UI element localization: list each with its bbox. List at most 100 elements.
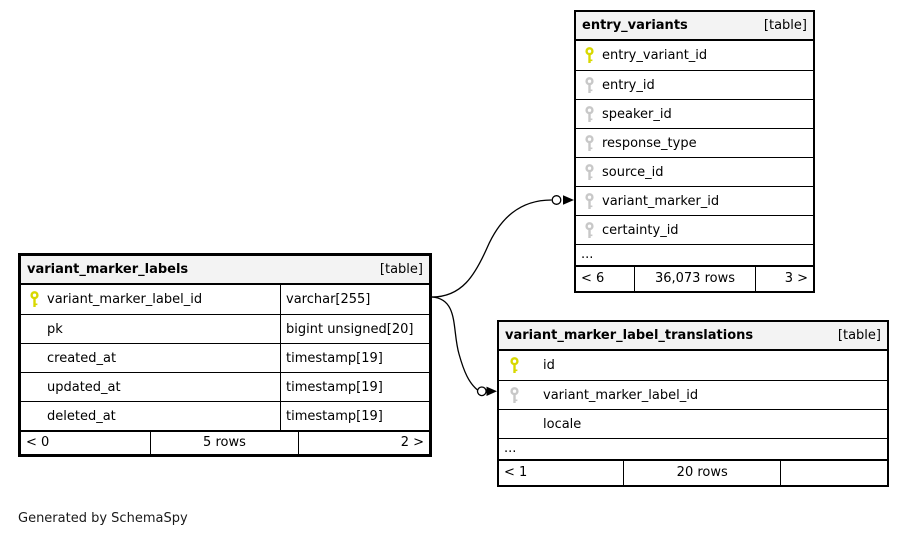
connector-circle: [476, 386, 487, 397]
generator-note: Generated by SchemaSpy: [18, 511, 188, 526]
table-header: variant_marker_labels [table]: [21, 256, 429, 285]
column-row: response_type: [576, 128, 813, 157]
column-name-cell: variant_marker_label_id: [21, 285, 281, 314]
column-name: created_at: [47, 350, 117, 366]
column-row: created_at timestamp[19]: [21, 343, 429, 372]
column-row: updated_at timestamp[19]: [21, 372, 429, 401]
table-footer: < 0 5 rows 2 >: [21, 430, 429, 454]
column-name: variant_marker_label_id: [543, 387, 699, 403]
row-count: 5 rows: [149, 432, 299, 454]
column-name: variant_marker_label_id: [47, 292, 203, 307]
foreign-key-icon: [584, 105, 595, 123]
key-spacer: [29, 350, 40, 367]
table-truncation-indicator: ...: [499, 438, 887, 459]
column-name-cell: response_type: [576, 129, 813, 157]
fk-line-labels-to-translations: [431, 296, 478, 391]
key-spacer: [29, 379, 40, 396]
column-row: variant_marker_label_id: [499, 380, 887, 409]
column-name-cell: source_id: [576, 158, 813, 186]
column-name-cell: speaker_id: [576, 100, 813, 128]
table-header: entry_variants [table]: [576, 12, 813, 41]
fk-line-labels-to-entry-variants: [431, 199, 552, 298]
column-name: speaker_id: [602, 106, 672, 122]
table-type-tag: [table]: [379, 262, 423, 277]
connector-arrowhead: [563, 195, 574, 205]
foreign-key-icon: [584, 76, 595, 94]
column-name: entry_variant_id: [602, 48, 708, 63]
column-row: source_id: [576, 157, 813, 186]
column-name-cell: id: [499, 351, 887, 380]
column-name: pk: [47, 321, 63, 337]
column-row: certainty_id: [576, 215, 813, 244]
key-spacer: [29, 408, 40, 425]
column-type: timestamp[19]: [286, 380, 383, 395]
column-name-cell: variant_marker_id: [576, 187, 813, 215]
column-row: entry_id: [576, 70, 813, 99]
row-count: 36,073 rows: [634, 267, 755, 291]
column-row: deleted_at timestamp[19]: [21, 401, 429, 430]
column-row: variant_marker_label_id varchar[255]: [21, 285, 429, 314]
row-count: 20 rows: [623, 461, 780, 485]
foreign-key-icon: [584, 134, 595, 152]
column-name-cell: pk: [21, 315, 281, 343]
column-type: timestamp[19]: [286, 409, 383, 424]
pager-prev: < 6: [581, 271, 605, 286]
table-footer: < 6 36,073 rows 3 >: [576, 265, 813, 291]
foreign-key-icon: [584, 163, 595, 181]
connector-arrowhead: [486, 386, 497, 396]
column-name-cell: created_at: [21, 344, 281, 372]
primary-key-icon: [29, 291, 40, 308]
column-name-cell: certainty_id: [576, 216, 813, 244]
connector-circle: [551, 195, 562, 205]
table-title[interactable]: variant_marker_labels: [27, 262, 189, 277]
primary-key-icon: [584, 47, 595, 64]
foreign-key-icon: [584, 221, 595, 239]
column-row: locale: [499, 409, 887, 438]
table-header: variant_marker_label_translations [table…: [499, 322, 887, 351]
column-row: variant_marker_id: [576, 186, 813, 215]
table-footer: < 1 20 rows: [499, 459, 887, 485]
table-variant-marker-label-translations: variant_marker_label_translations [table…: [497, 320, 889, 487]
pager-prev: < 1: [504, 465, 528, 480]
column-name: updated_at: [47, 379, 121, 395]
column-row: id: [499, 351, 887, 380]
pager-next: 3 >: [754, 267, 813, 291]
column-name: locale: [543, 416, 582, 432]
column-name-cell: deleted_at: [21, 402, 281, 430]
column-type: bigint unsigned[20]: [286, 322, 414, 337]
column-row: entry_variant_id: [576, 41, 813, 70]
pager-next: 2 >: [298, 432, 429, 454]
column-name: deleted_at: [47, 408, 116, 424]
column-name: certainty_id: [602, 222, 679, 238]
primary-key-icon: [509, 357, 520, 374]
table-columns: variant_marker_label_id varchar[255] pk big…: [21, 285, 429, 430]
column-name-cell: variant_marker_label_id: [499, 381, 887, 409]
column-type: timestamp[19]: [286, 351, 383, 366]
foreign-key-icon: [509, 386, 520, 404]
table-variant-marker-labels: variant_marker_labels [table] variant_ma…: [18, 253, 432, 457]
column-row: pk bigint unsigned[20]: [21, 314, 429, 343]
key-spacer: [509, 416, 520, 433]
table-title[interactable]: entry_variants: [582, 18, 688, 33]
column-row: speaker_id: [576, 99, 813, 128]
column-name: variant_marker_id: [602, 193, 720, 209]
column-name-cell: entry_id: [576, 71, 813, 99]
pager-prev: < 0: [26, 435, 50, 450]
column-name: id: [543, 358, 555, 373]
column-name-cell: updated_at: [21, 373, 281, 401]
table-type-tag: [table]: [763, 18, 807, 33]
table-type-tag: [table]: [837, 328, 881, 343]
key-spacer: [29, 321, 40, 338]
column-type: varchar[255]: [286, 292, 371, 307]
column-name: entry_id: [602, 77, 655, 93]
table-title[interactable]: variant_marker_label_translations: [505, 328, 754, 343]
column-name: source_id: [602, 164, 664, 180]
column-name-cell: locale: [499, 410, 887, 438]
column-name-cell: entry_variant_id: [576, 41, 813, 70]
column-name: response_type: [602, 135, 697, 151]
